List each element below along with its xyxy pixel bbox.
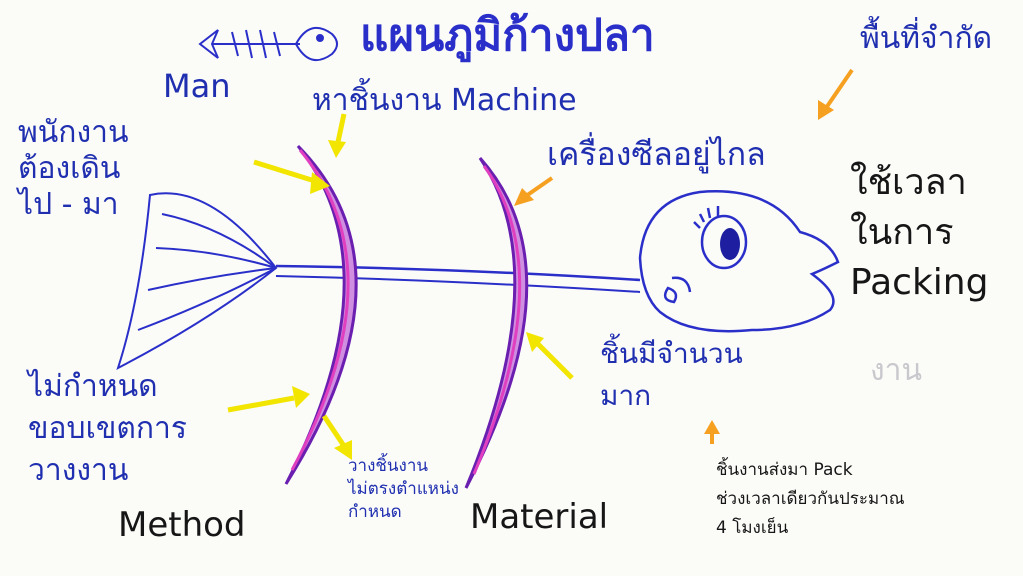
man-note-line: ไป - มา [18, 187, 119, 222]
faded-text: งาน [870, 353, 923, 388]
material-cause-note: ชิ้นมีจำนวน มาก [600, 340, 743, 410]
category-machine-label: หาชิ้นงาน Machine [312, 83, 577, 118]
bone-left [284, 144, 358, 485]
placement-note-line: วางชิ้นงาน [348, 456, 429, 476]
method-note-line: วางงาน [28, 453, 129, 488]
machine-cause-note: เครื่องซีลอยู่ไกล [547, 135, 766, 173]
pack-note-line: ช่วงเวลาเดียวกันประมาณ [716, 489, 905, 509]
arrows [227, 113, 574, 460]
diagram-title: แผนภูมิก้างปลา [360, 10, 655, 61]
material-note-line: มาก [600, 379, 652, 412]
method-cause-note: ไม่กำหนด ขอบเขตการ วางงาน [28, 372, 187, 486]
placement-note-line: ไม่ตรงตำแหน่ง [348, 479, 459, 499]
placement-note-line: กำหนด [348, 502, 402, 522]
problem-line: ในการ [850, 212, 954, 253]
man-note-line: พนักงาน [18, 115, 129, 150]
method-note-line: ขอบเขตการ [28, 411, 187, 446]
pack-note-line: 4 โมงเย็น [716, 518, 789, 538]
placement-note: วางชิ้นงาน ไม่ตรงตำแหน่ง กำหนด [348, 458, 459, 521]
method-note-line: ไม่กำหนด [28, 369, 158, 404]
pack-note-line: ชิ้นงานส่งมา Pack [716, 460, 853, 480]
bone-middle [464, 157, 529, 489]
problem-line: ใช้เวลา [850, 162, 967, 203]
spine-line [275, 264, 641, 282]
problem-line: Packing [850, 262, 989, 303]
category-material-label: Material [470, 497, 609, 537]
man-cause-note: พนักงาน ต้องเดิน ไป - มา [18, 118, 128, 220]
category-man-label: Man [163, 67, 231, 105]
material-note-line: ชิ้นมีจำนวน [600, 337, 743, 370]
man-note-line: ต้องเดิน [18, 151, 121, 186]
fish-head-icon [638, 190, 840, 333]
pack-timing-note: ชิ้นงานส่งมา Pack ช่วงเวลาเดียวกันประมาณ… [716, 462, 905, 537]
category-method-label: Method [118, 505, 246, 545]
fish-skeleton-icon [198, 26, 338, 62]
fish-tail-icon [116, 192, 278, 371]
area-note: พื้นที่จำกัด [860, 21, 993, 56]
problem-statement: ใช้เวลา ในการ Packing [850, 165, 988, 301]
